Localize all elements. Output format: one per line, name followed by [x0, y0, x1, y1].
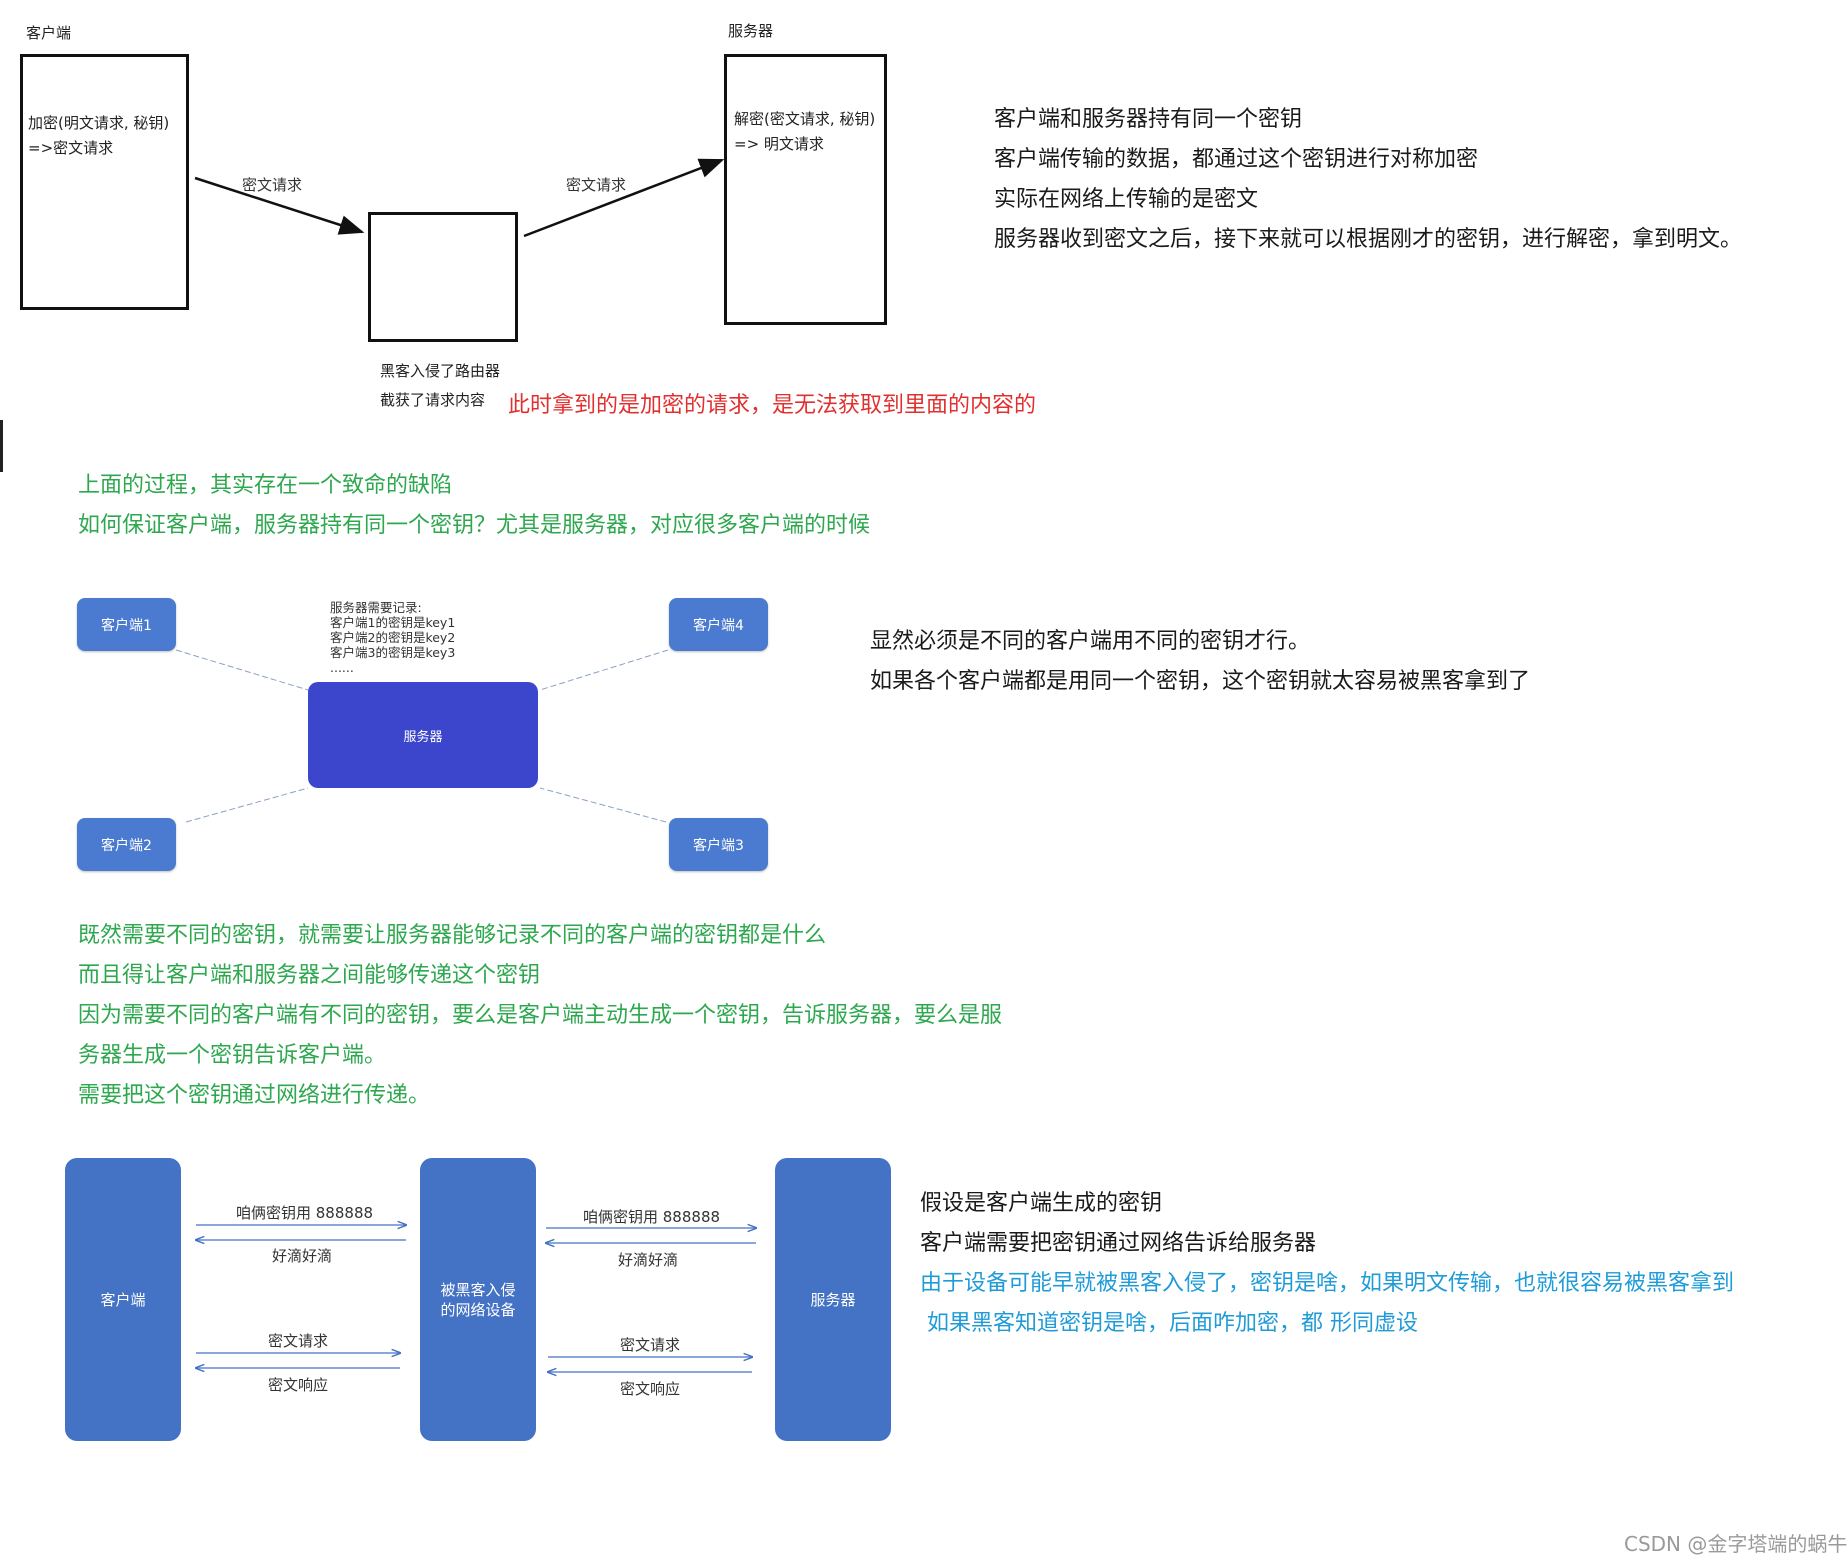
right-ack-label: 好滴好滴 — [618, 1251, 679, 1269]
arrow-router-to-server — [523, 158, 725, 238]
section1-notes: 客户端和服务器持有同一个密钥 客户端传输的数据，都通过这个密钥进行对称加密 实际… — [994, 100, 1742, 260]
server-box — [724, 54, 887, 325]
server-decrypt-text: 解密(密文请求, 秘钥) — [734, 110, 876, 128]
link-client3-server — [539, 787, 667, 823]
right-key-request-label: 咱俩密钥用 888888 — [583, 1208, 721, 1226]
hacker-line1: 黑客入侵了路由器 — [380, 362, 501, 380]
green-line: 既然需要不同的密钥，就需要让服务器能够记录不同的客户端的密钥都是什么 — [78, 923, 827, 948]
hacker-red-note: 此时拿到的是加密的请求，是无法获取到里面的内容的 — [508, 393, 1037, 418]
client3-tile: 客户端3 — [669, 818, 768, 871]
section3-notes-blue: 由于设备可能早就被黑客入侵了，密钥是啥，如果明文传输，也就很容易被黑客拿到 如果… — [920, 1264, 1734, 1344]
note-line: 客户端传输的数据，都通过这个密钥进行对称加密 — [994, 147, 1479, 172]
client-cipher-text: =>密文请求 — [28, 139, 114, 157]
right-cipher-request-label: 密文请求 — [620, 1336, 681, 1354]
section3-notes-black: 假设是客户端生成的密钥 客户端需要把密钥通过网络告诉给服务器 — [920, 1184, 1316, 1264]
note-line: 客户端和服务器持有同一个密钥 — [994, 107, 1303, 132]
hacked-device-pillar: 被黑客入侵的网络设备 — [420, 1158, 536, 1441]
router-box — [368, 212, 518, 342]
section2-notes: 显然必须是不同的客户端用不同的密钥才行。 如果各个客户端都是用同一个密钥，这个密… — [870, 622, 1530, 702]
client2-tile: 客户端2 — [77, 818, 176, 871]
note-line: 客户端需要把密钥通过网络告诉给服务器 — [920, 1231, 1317, 1256]
note-line: 如果各个客户端都是用同一个密钥，这个密钥就太容易被黑客拿到了 — [870, 669, 1531, 694]
note-line: 假设是客户端生成的密钥 — [920, 1191, 1163, 1216]
green-block-1: 上面的过程，其实存在一个致命的缺陷 如何保证客户端，服务器持有同一个密钥？尤其是… — [78, 466, 870, 546]
hacker-line2: 截获了请求内容 — [380, 391, 486, 409]
note-line: 服务器收到密文之后，接下来就可以根据刚才的密钥，进行解密，拿到明文。 — [994, 227, 1743, 252]
client-title: 客户端 — [26, 24, 72, 42]
csdn-watermark: CSDN @金字塔端的蜗牛 — [1624, 1532, 1848, 1556]
left-ack-label: 好滴好滴 — [272, 1247, 333, 1265]
link-client1-server — [175, 649, 309, 691]
note-line: 实际在网络上传输的是密文 — [994, 187, 1259, 212]
server-pillar: 服务器 — [775, 1158, 891, 1441]
green-line: 务器生成一个密钥告诉客户端。 — [78, 1043, 387, 1068]
left-cipher-request-label: 密文请求 — [268, 1332, 329, 1350]
green-line: 如何保证客户端，服务器持有同一个密钥？尤其是服务器，对应很多客户端的时候 — [78, 513, 871, 538]
server-plain-text: => 明文请求 — [734, 135, 824, 153]
arrow-client-to-router — [194, 176, 365, 235]
left-edge-mark — [0, 420, 3, 472]
green-line: 上面的过程，其实存在一个致命的缺陷 — [78, 473, 453, 498]
left-key-request-label: 咱俩密钥用 888888 — [236, 1204, 374, 1222]
client-box — [20, 54, 189, 310]
right-cipher-response-label: 密文响应 — [620, 1380, 681, 1398]
server-records: 服务器需要记录: 客户端1的密钥是key1 客户端2的密钥是key2 客户端3的… — [330, 600, 456, 675]
server-central-box: 服务器 — [308, 682, 538, 788]
link-client2-server — [185, 787, 309, 823]
left-cipher-response-label: 密文响应 — [268, 1376, 329, 1394]
note-line: 由于设备可能早就被黑客入侵了，密钥是啥，如果明文传输，也就很容易被黑客拿到 — [920, 1271, 1735, 1296]
green-line: 需要把这个密钥通过网络进行传递。 — [78, 1083, 431, 1108]
green-line: 而且得让客户端和服务器之间能够传递这个密钥 — [78, 963, 541, 988]
client-encrypt-text: 加密(明文请求, 秘钥) — [28, 114, 170, 132]
client1-tile: 客户端1 — [77, 598, 176, 651]
green-block-2: 既然需要不同的密钥，就需要让服务器能够记录不同的客户端的密钥都是什么 而且得让客… — [78, 916, 1002, 1116]
link-client4-server — [539, 649, 669, 691]
client4-tile: 客户端4 — [669, 598, 768, 651]
green-line: 因为需要不同的客户端有不同的密钥，要么是客户端主动生成一个密钥，告诉服务器，要么… — [78, 1003, 1003, 1028]
arrow-right-label: 密文请求 — [566, 176, 627, 194]
server-title: 服务器 — [728, 22, 774, 40]
client-pillar: 客户端 — [65, 1158, 181, 1441]
note-line: 显然必须是不同的客户端用不同的密钥才行。 — [870, 629, 1311, 654]
note-line: 如果黑客知道密钥是啥，后面咋加密，都 形同虚设 — [920, 1311, 1418, 1336]
arrow-left-label: 密文请求 — [242, 176, 303, 194]
